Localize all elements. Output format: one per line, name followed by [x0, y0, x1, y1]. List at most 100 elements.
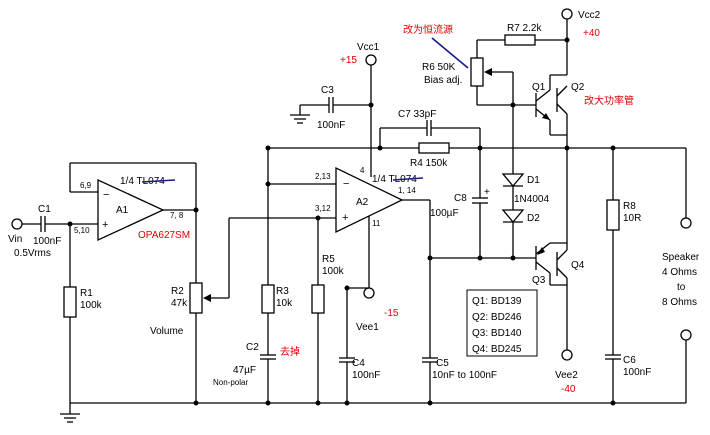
vin-terminal: [11, 218, 23, 230]
r6-note: 改为恒流源: [403, 23, 453, 36]
r2-value: 47k: [171, 298, 188, 309]
svg-text:−: −: [343, 178, 349, 190]
q1-label: Q1: [532, 82, 546, 93]
vee2-voltage: -40: [561, 384, 576, 395]
r3-resistor: [261, 284, 275, 314]
c6-capacitor: [605, 354, 621, 360]
d2-label: D2: [527, 213, 540, 224]
r3-label: R3: [276, 286, 289, 297]
r1-label: R1: [80, 288, 93, 299]
r5-value: 100k: [322, 266, 345, 277]
d1-label: D1: [527, 175, 540, 186]
c5-label: C5: [436, 358, 449, 369]
vcc2-terminal: [561, 8, 573, 20]
parts-q3: Q3: BD140: [472, 328, 522, 339]
bias-label: Bias adj.: [424, 75, 462, 86]
c4-label: C4: [352, 358, 365, 369]
speaker-label-1: Speaker: [662, 252, 700, 263]
ground-symbol-main: [60, 403, 80, 423]
d1-diode: [501, 173, 525, 188]
parts-q2: Q2: BD246: [472, 312, 522, 323]
vcc1-voltage: +15: [340, 55, 357, 66]
a1-replacement: OPA627SM: [138, 230, 190, 241]
speaker-label-3: to: [677, 282, 686, 293]
a1-opamp: [97, 178, 165, 242]
vcc1-label: Vcc1: [357, 42, 380, 53]
r5-label: R5: [322, 254, 335, 265]
speaker-label-2: 4 Ohms: [662, 267, 697, 278]
r6-bias-pot: [470, 57, 484, 87]
c2-remove-note: 去掉: [280, 345, 300, 358]
r1-value: 100k: [80, 300, 103, 311]
vee1-label: Vee1: [356, 322, 379, 333]
volume-label: Volume: [150, 326, 184, 337]
r8-resistor: [606, 199, 620, 231]
q2-label: Q2: [571, 82, 585, 93]
vcc2-voltage: +40: [583, 28, 600, 39]
r7-resistor: [504, 34, 536, 46]
q3-transistor: [535, 242, 551, 274]
d1-part: 1N4004: [514, 194, 549, 205]
r4-resistor: [418, 142, 450, 154]
vee1-terminal: [363, 287, 375, 299]
c4-value: 100nF: [352, 370, 380, 381]
ground-symbol-c3: [290, 105, 310, 124]
c2-label: C2: [246, 342, 259, 353]
q3-label: Q3: [532, 275, 546, 286]
vee2-label: Vee2: [555, 370, 578, 381]
a2-pin-4: 4: [360, 166, 365, 175]
vin-level-label: 0.5Vrms: [14, 248, 51, 259]
r2-volume-pot: [189, 282, 203, 314]
q1-transistor: [535, 89, 551, 121]
q4-label: Q4: [571, 260, 585, 271]
c5-value: 10nF to 100nF: [432, 370, 497, 381]
r3-value: 10k: [276, 298, 293, 309]
vee1-voltage: -15: [384, 308, 399, 319]
svg-text:+: +: [342, 212, 348, 224]
c7-label: C7 33pF: [398, 109, 436, 120]
c2-capacitor: [260, 354, 276, 360]
c2-value: 47µF: [233, 365, 256, 376]
c8-capacitor: [472, 197, 488, 204]
c2-note: Non-polar: [213, 378, 248, 387]
a1-label: A1: [116, 205, 129, 216]
r7-label: R7 2.2k: [507, 23, 542, 34]
svg-text:+: +: [102, 219, 108, 231]
vcc1-terminal: [365, 54, 377, 66]
r1-resistor: [63, 286, 77, 318]
vee2-terminal: [561, 349, 573, 361]
a1-pin-78: 7, 8: [170, 211, 184, 220]
r8-label: R8: [623, 201, 636, 212]
q4-transistor: [556, 249, 568, 279]
speaker-terminal-minus: [680, 329, 692, 341]
c1-value: 100nF: [33, 236, 61, 247]
c3-capacitor: [328, 97, 334, 113]
q2-transistor: [556, 85, 568, 115]
c8-value: 100µF: [430, 208, 459, 219]
a2-pin-312: 3,12: [315, 204, 331, 213]
c1-capacitor: [40, 216, 46, 232]
q2-note: 改大功率管: [584, 94, 634, 107]
speaker-label-4: 8 Ohms: [662, 297, 697, 308]
c6-value: 100nF: [623, 367, 651, 378]
transistor-parts-table: [466, 289, 538, 357]
r6-label: R6 50K: [422, 62, 456, 73]
vin-label: Vin: [8, 234, 22, 245]
speaker-terminal-plus: [680, 217, 692, 229]
a1-pin-69: 6,9: [80, 181, 92, 190]
c6-label: C6: [623, 355, 636, 366]
r2-label: R2: [171, 286, 184, 297]
parts-q4: Q4: BD245: [472, 344, 522, 355]
a1-pin-510: 5,10: [74, 226, 90, 235]
parts-q1: Q1: BD139: [472, 296, 522, 307]
c7-capacitor: [426, 120, 432, 136]
c8-label: C8: [454, 193, 467, 204]
a2-pin-114: 1, 14: [398, 186, 416, 195]
r5-resistor: [311, 284, 325, 314]
a2-pin-11: 11: [372, 219, 381, 228]
svg-text:+: +: [484, 187, 490, 198]
c3-label: C3: [321, 85, 334, 96]
r8-value: 10R: [623, 213, 641, 224]
